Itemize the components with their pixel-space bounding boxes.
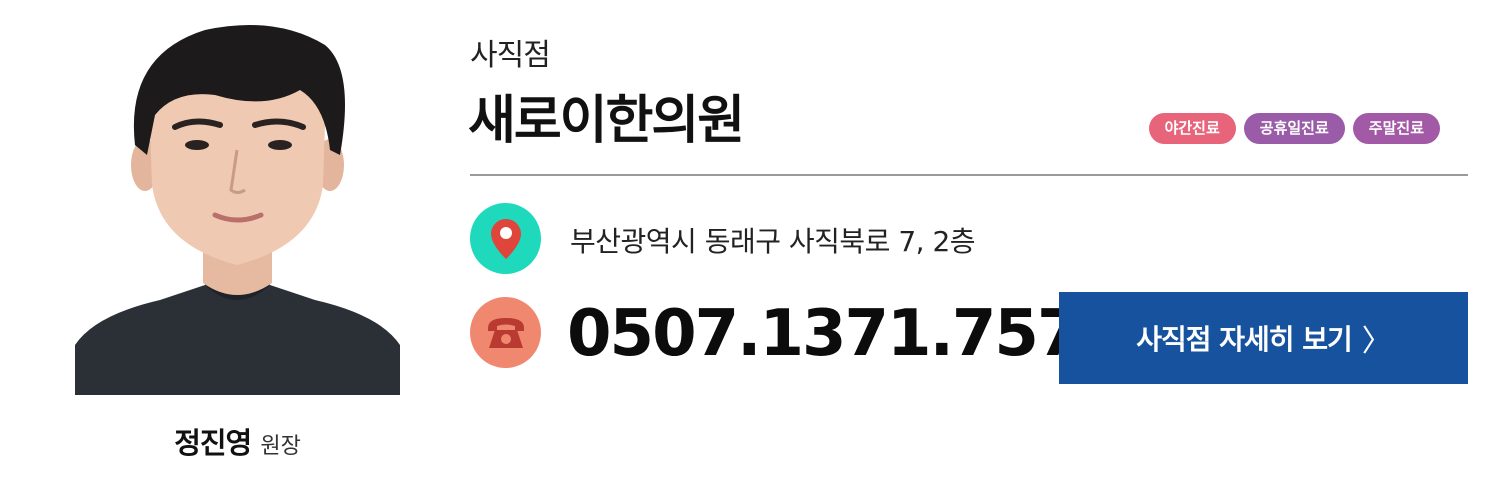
chevron-right-icon: 〉 [1361, 324, 1392, 359]
phone-number[interactable]: 0507.1371.7571 [567, 297, 1124, 371]
doctor-portrait [75, 15, 400, 395]
branch-detail-button[interactable]: 사직점 자세히 보기 〉 [1059, 292, 1468, 384]
badge-weekend-care: 주말진료 [1352, 113, 1440, 144]
clinic-name: 새로이한의원 [468, 91, 745, 151]
badge-night-care: 야간진료 [1148, 113, 1236, 144]
phone-icon-circle [470, 297, 541, 368]
doctor-title: 원장 [260, 434, 301, 459]
divider [470, 174, 1468, 176]
address-text: 부산광역시 동래구 사직북로 7, 2층 [570, 225, 976, 258]
branch-detail-label: 사직점 자세히 보기 [1136, 323, 1353, 356]
service-badges: 야간진료 공휴일진료 주말진료 [1148, 113, 1440, 144]
badge-holiday-care: 공휴일진료 [1243, 113, 1345, 144]
doctor-caption: 정진영 원장 [75, 420, 400, 462]
telephone-icon [487, 317, 524, 348]
map-pin-icon [490, 218, 521, 259]
location-icon-circle [470, 203, 541, 274]
doctor-name: 정진영 [174, 426, 252, 460]
branch-label: 사직점 [470, 38, 551, 73]
